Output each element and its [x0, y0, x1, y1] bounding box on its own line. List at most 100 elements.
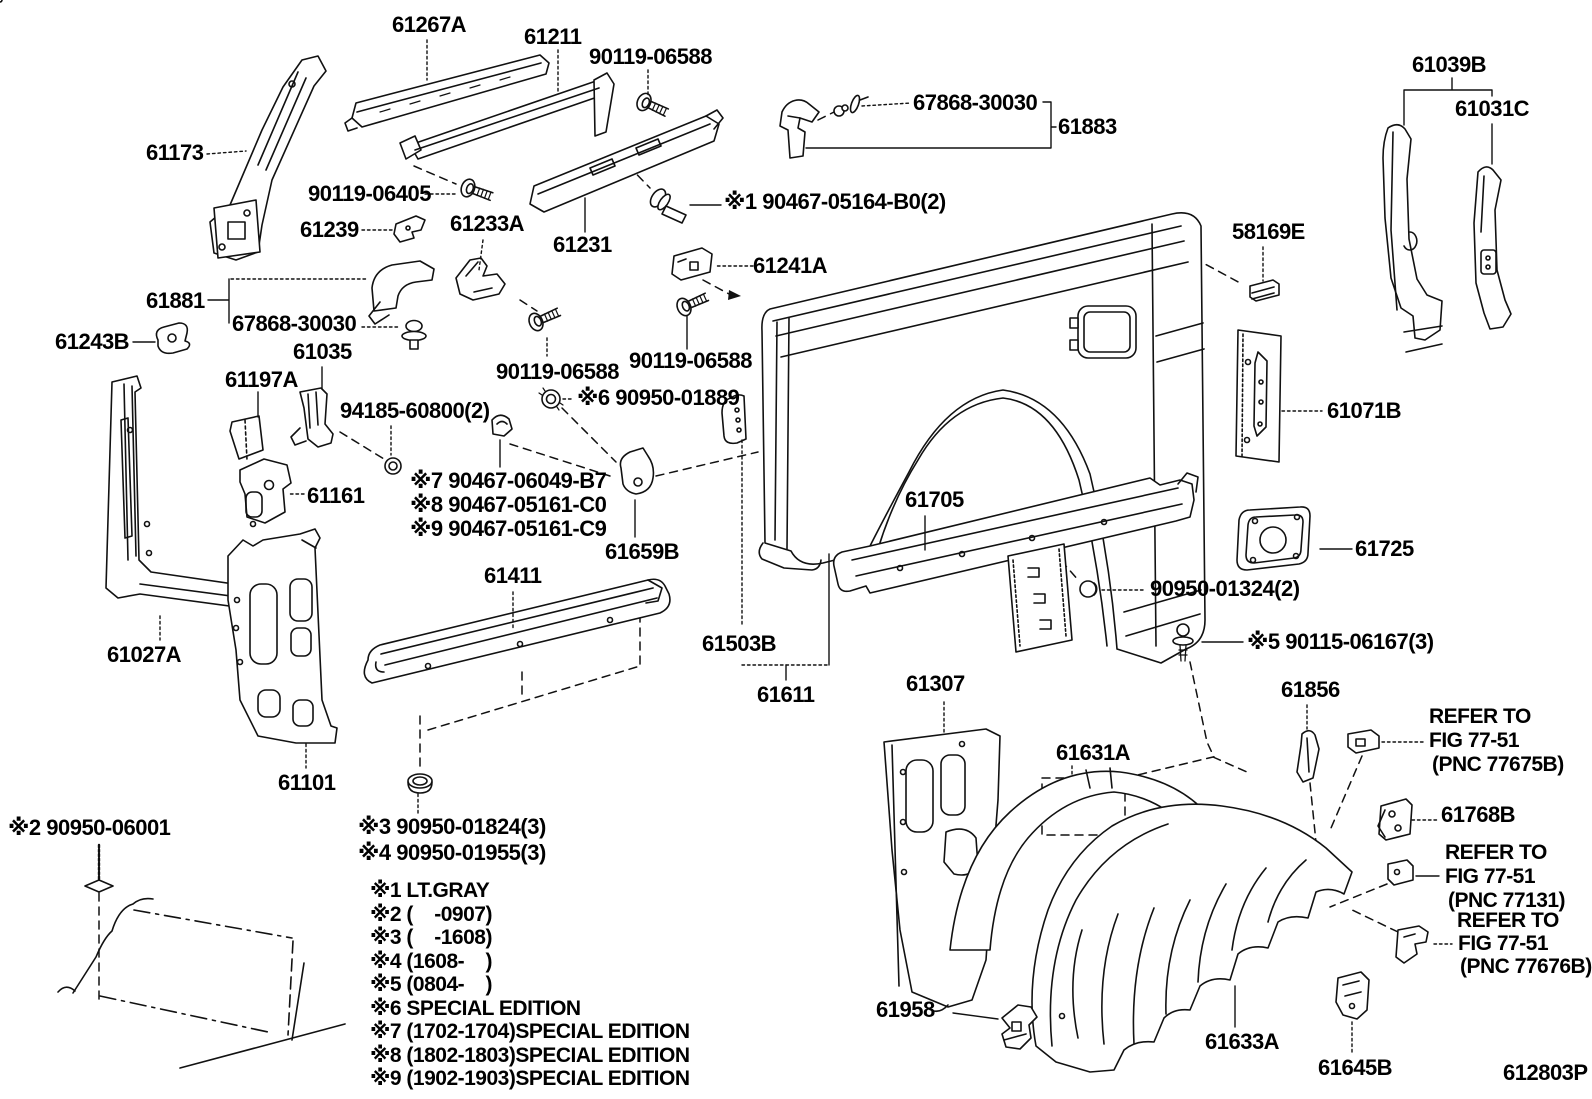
part-label-61231: 61231 — [553, 232, 612, 257]
part-label-90119-06588-top: 90119-06588 — [589, 44, 712, 69]
part-label-61031C: 61031C — [1455, 96, 1530, 121]
refer-note-3-line2: FIG 77-51 — [1458, 932, 1549, 955]
part-label-61307: 61307 — [906, 671, 965, 696]
part-61241A-bracket — [672, 248, 712, 280]
part-77675B-clip — [1348, 730, 1379, 753]
part-label-61856: 61856 — [1281, 677, 1340, 702]
part-61231-rail — [530, 110, 723, 212]
refer-note-1-pnc: (PNC 77675B) — [1432, 753, 1564, 776]
part-label-61243B: 61243B — [55, 329, 130, 354]
part-label-61267A: 61267A — [392, 12, 467, 37]
part-61881-bracket — [369, 261, 434, 324]
part-label-61725: 61725 — [1355, 536, 1414, 561]
part-label-61233A: 61233A — [450, 211, 525, 236]
part-61197A-panel — [230, 416, 263, 460]
refer-note-2-line2: FIG 77-51 — [1445, 865, 1536, 888]
part-label-61101: 61101 — [278, 770, 336, 795]
part-61267A-rail — [345, 55, 549, 131]
grommet-90950-01889 — [539, 388, 563, 410]
part-77676B-clip — [1396, 926, 1428, 963]
part-61411-rail — [364, 579, 670, 683]
part-label-61645B: 61645B — [1318, 1055, 1393, 1080]
part-label-61027A: 61027A — [107, 642, 182, 667]
part-61071B-rail — [1236, 330, 1281, 462]
part-61031C-strip — [1474, 167, 1511, 329]
part-label-61197A: 61197A — [225, 367, 298, 392]
part-58169E-clip — [1250, 280, 1279, 301]
part-61039B-pillar — [1383, 125, 1442, 352]
part-label-61503B: 61503B — [702, 631, 777, 656]
part-label-67868-30030-top: 67868-30030 — [913, 90, 1038, 115]
legend-note-6: ※6 SPECIAL EDITION — [370, 997, 581, 1020]
part-label-61631A: 61631A — [1056, 740, 1131, 765]
part-label-61211: 61211 — [524, 24, 582, 49]
part-61725-plate — [1237, 507, 1310, 570]
part-61243B-clip — [156, 323, 189, 353]
part-label-61173: 61173 — [146, 140, 204, 165]
legend-note-9: ※9 (1902-1903)SPECIAL EDITION — [370, 1067, 690, 1090]
part-61239-clip — [394, 216, 425, 242]
part-label-90467-05164: ※1 90467-05164-B0(2) — [724, 189, 946, 214]
part-61503B-plate — [722, 395, 746, 443]
bolt-90119-06405 — [458, 176, 496, 206]
part-label-90467-05161-C0: ※8 90467-05161-C0 — [410, 492, 607, 517]
part-label-90950-01955: ※4 90950-01955(3) — [358, 840, 546, 865]
stud-67868-30030 — [402, 321, 426, 350]
part-label-61633A: 61633A — [1205, 1029, 1280, 1054]
part-label-61659B: 61659B — [605, 539, 680, 564]
part-61883-clamp — [780, 100, 819, 158]
part-label-90115-06167: ※5 90115-06167(3) — [1247, 629, 1434, 654]
legend-note-5: ※5 (0804- ) — [370, 973, 492, 996]
part-61211-rail — [400, 73, 614, 159]
part-label-61161: 61161 — [307, 483, 365, 508]
plug-90950-01324 — [1080, 581, 1097, 597]
arrowhead — [728, 290, 741, 300]
part-label-58169E: 58169E — [1232, 219, 1305, 244]
figure-code: 612803P — [1503, 1060, 1588, 1085]
part-label-61705: 61705 — [905, 487, 964, 512]
part-label-61239: 61239 — [300, 217, 359, 242]
refer-note-3-pnc: (PNC 77676B) — [1460, 955, 1592, 978]
part-label-90119-06588-left: 90119-06588 — [496, 359, 619, 384]
refer-note-3-line1: REFER TO — [1457, 909, 1559, 932]
pin-90467-05164 — [647, 186, 686, 223]
bolt-90115-06167 — [1173, 624, 1193, 661]
part-label-61883: 61883 — [1058, 114, 1117, 139]
part-label-94185-60800: 94185-60800(2) — [340, 398, 490, 423]
bolt-90119-06588-top — [633, 90, 672, 122]
part-61768B-clip — [1378, 799, 1412, 840]
screw-67868-30030-top — [834, 94, 868, 116]
part-label-61611: 61611 — [757, 682, 815, 707]
part-label-61768B: 61768B — [1441, 802, 1516, 827]
part-label-90119-06405: 90119-06405 — [308, 181, 431, 206]
label-leader-lines — [133, 40, 1492, 1053]
bolt-90119-06588-right — [673, 287, 712, 319]
refer-note-1-line1: REFER TO — [1429, 705, 1531, 728]
part-61633A-wheelhouse-outer — [1032, 804, 1352, 1072]
part-61958-bracket — [1002, 1005, 1037, 1049]
part-61161-bracket — [240, 459, 291, 527]
clip-90467 — [492, 415, 512, 436]
refer-note-2-pnc: (PNC 77131) — [1448, 889, 1566, 912]
part-label-90950-01889: ※6 90950-01889 — [577, 385, 740, 410]
part-label-90950-06001: ※2 90950-06001 — [8, 815, 171, 840]
part-61233A-bracket — [456, 258, 505, 300]
part-61173-pillar — [210, 56, 326, 260]
cab-outline-sketch — [58, 899, 345, 1068]
part-61035-bracket — [291, 388, 333, 447]
nut-90950 — [408, 774, 432, 793]
part-61659B-bracket — [620, 448, 653, 494]
refer-note-2-line1: REFER TO — [1445, 841, 1547, 864]
part-label-90950-01324: 90950-01324(2) — [1150, 576, 1300, 601]
part-label-90119-06588-right: 90119-06588 — [629, 348, 752, 373]
screw-90950-06001 — [85, 845, 113, 892]
part-label-61958: 61958 — [876, 997, 935, 1022]
refer-note-1-line2: FIG 77-51 — [1429, 729, 1520, 752]
part-label-61241A: 61241A — [753, 253, 828, 278]
part-label-67868-30030-bottom: 67868-30030 — [232, 311, 357, 336]
legend-note-8: ※8 (1802-1803)SPECIAL EDITION — [370, 1044, 690, 1067]
legend-note-2: ※2 ( -0907) — [370, 903, 492, 926]
part-61856-bracket — [1297, 731, 1319, 782]
